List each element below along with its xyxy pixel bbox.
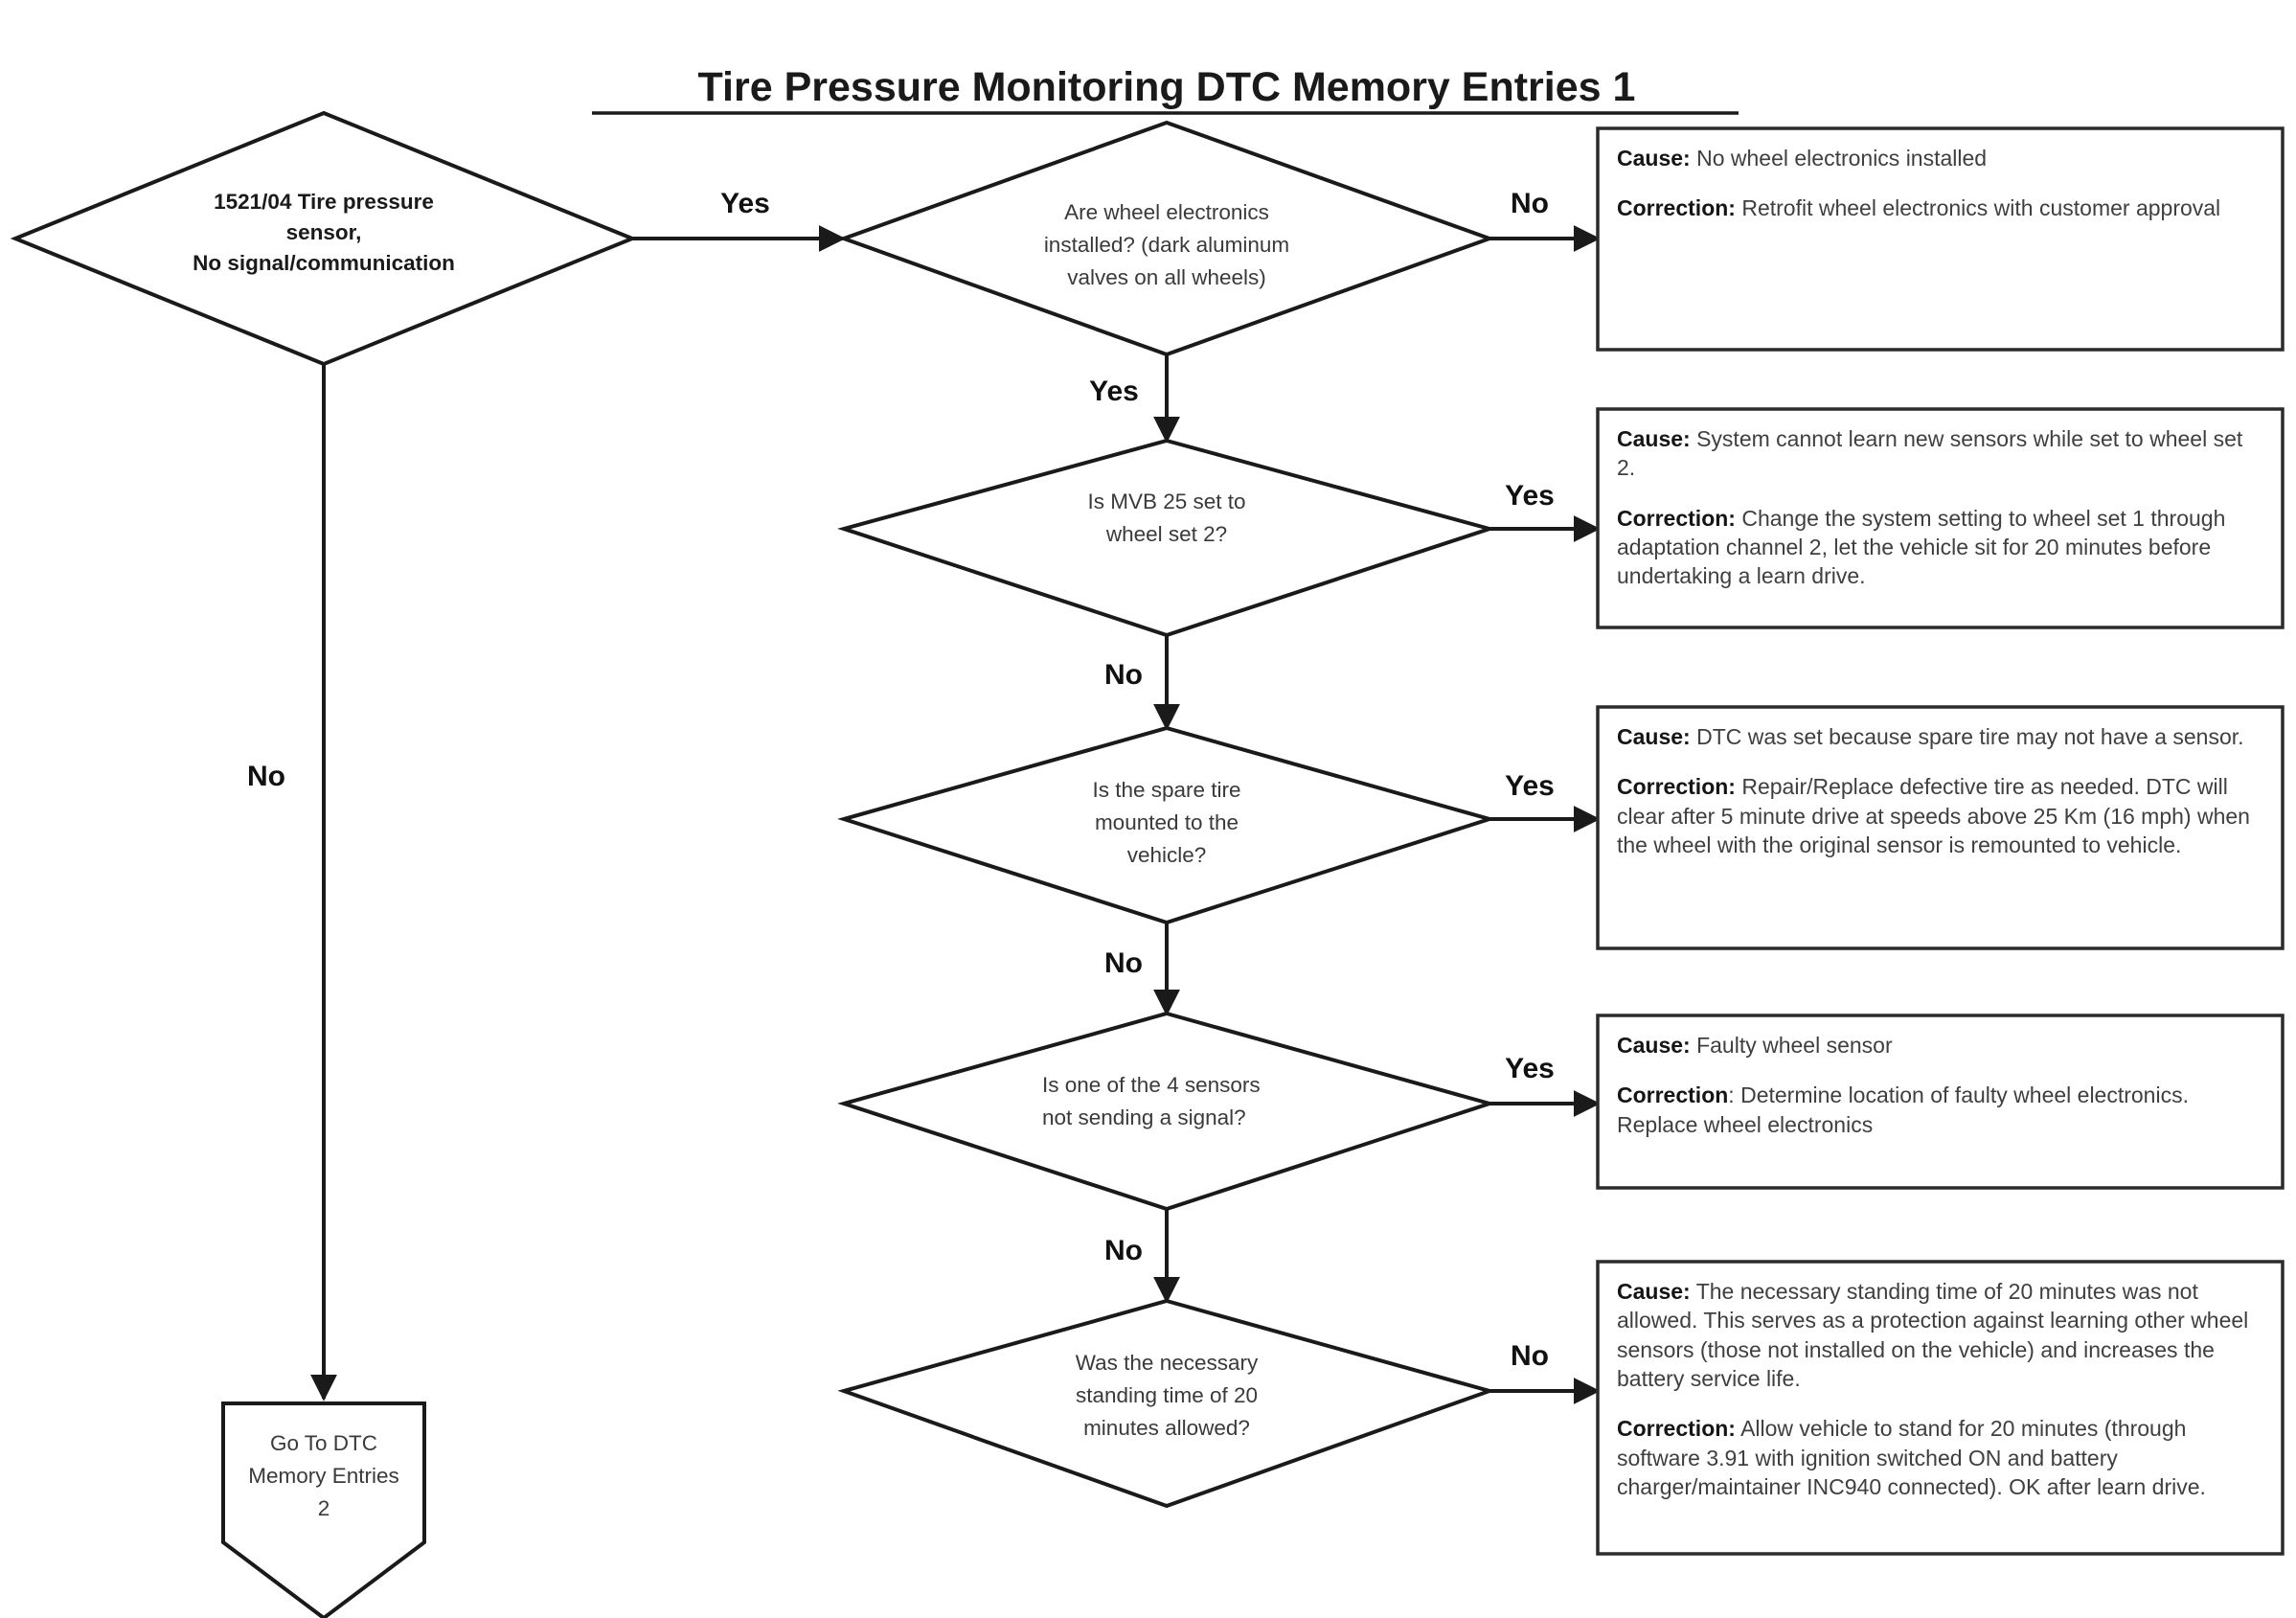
- start-node-line-3: No signal/communication: [193, 251, 455, 275]
- box5-cause: Cause: The necessary standing time of 20…: [1617, 1277, 2265, 1393]
- q5-line-3: minutes allowed?: [1083, 1416, 1250, 1440]
- correction-label: Correction:: [1617, 505, 1736, 531]
- box4-cause: Cause: Faulty wheel sensor: [1617, 1031, 2265, 1060]
- question-standing-time[interactable]: Was the necessary standing time of 20 mi…: [837, 1298, 1496, 1509]
- terminal-line-3: 2: [318, 1496, 330, 1520]
- correction-label: Correction:: [1617, 195, 1736, 221]
- cause-label: Cause:: [1617, 1279, 1691, 1304]
- question-wheel-electronics[interactable]: Are wheel electronics installed? (dark a…: [838, 120, 1495, 357]
- correction-label: Correction:: [1617, 774, 1736, 800]
- box3-cause-text: DTC was set because spare tire may not h…: [1696, 724, 2244, 749]
- q3-diamond-shape: [837, 725, 1496, 925]
- correction-label: Correction: [1617, 1082, 1729, 1108]
- q5-diamond-shape: [837, 1298, 1496, 1509]
- q3-line-2: mounted to the: [1095, 810, 1239, 834]
- box5-frame: [1596, 1260, 2285, 1556]
- box2-cause-text: System cannot learn new sensors while se…: [1617, 426, 2243, 481]
- box-wheel-set-2[interactable]: Cause: System cannot learn new sensors w…: [1596, 407, 2285, 629]
- edge-label-start-yes: Yes: [720, 188, 770, 219]
- box4-cause-text: Faulty wheel sensor: [1696, 1033, 1893, 1058]
- correction-label: Correction:: [1617, 1416, 1736, 1442]
- box3-correction: Correction: Repair/Replace defective tir…: [1617, 772, 2265, 859]
- start-node-line-2: sensor,: [286, 220, 362, 244]
- q1-diamond-shape: [838, 120, 1495, 357]
- box-no-wheel-electronics[interactable]: Cause: No wheel electronics installed Co…: [1596, 126, 2285, 352]
- box1-frame: [1596, 126, 2285, 352]
- box5-correction-text: Allow vehicle to stand for 20 minutes (t…: [1617, 1416, 2206, 1500]
- box3-cause: Cause: DTC was set because spare tire ma…: [1617, 722, 2265, 751]
- q1-line-3: valves on all wheels): [1067, 265, 1266, 289]
- edge-label-q1-yes: Yes: [1089, 376, 1139, 407]
- question-sensor-signal[interactable]: Is one of the 4 sensors not sending a si…: [837, 1011, 1496, 1212]
- q1-line-2: installed? (dark aluminum: [1044, 233, 1289, 257]
- q2-line-1: Is MVB 25 set to: [1087, 490, 1245, 513]
- box2-correction: Correction: Change the system setting to…: [1617, 504, 2265, 591]
- box3-frame: [1596, 705, 2285, 950]
- cause-label: Cause:: [1617, 724, 1691, 749]
- edge-label-q5-no: No: [1511, 1340, 1549, 1372]
- box5-correction: Correction: Allow vehicle to stand for 2…: [1617, 1414, 2265, 1501]
- edge-label-q3-yes: Yes: [1505, 770, 1555, 802]
- box-faulty-wheel-sensor[interactable]: Cause: Faulty wheel sensor Correction: D…: [1596, 1014, 2285, 1190]
- q2-diamond-shape: [837, 438, 1496, 638]
- question-spare-tire[interactable]: Is the spare tire mounted to the vehicle…: [837, 725, 1496, 925]
- question-mvb-25[interactable]: Is MVB 25 set to wheel set 2?: [837, 438, 1496, 638]
- box1-cause: Cause: No wheel electronics installed: [1617, 144, 2265, 172]
- terminal-pentagon-shape: [221, 1402, 426, 1618]
- start-diamond-shape: [10, 110, 638, 367]
- q4-line-1: Is one of the 4 sensors: [1042, 1073, 1261, 1097]
- box1-correction-text: Retrofit wheel electronics with customer…: [1741, 195, 2221, 221]
- cause-label: Cause:: [1617, 146, 1691, 171]
- start-node-line-1: 1521/04 Tire pressure: [214, 190, 434, 214]
- q4-line-2: not sending a signal?: [1042, 1105, 1246, 1129]
- box1-cause-text: No wheel electronics installed: [1696, 146, 1988, 171]
- dtc-start-node[interactable]: 1521/04 Tire pressure sensor, No signal/…: [10, 110, 638, 367]
- q3-line-1: Is the spare tire: [1092, 778, 1240, 802]
- box1-correction: Correction: Retrofit wheel electronics w…: [1617, 194, 2265, 222]
- box2-cause: Cause: System cannot learn new sensors w…: [1617, 424, 2265, 483]
- cause-label: Cause:: [1617, 426, 1691, 451]
- q4-diamond-shape: [837, 1011, 1496, 1212]
- box4-correction-text: Determine location of faulty wheel elect…: [1617, 1082, 2189, 1137]
- box3-correction-text: Repair/Replace defective tire as needed.…: [1617, 774, 2250, 858]
- page-title: Tire Pressure Monitoring DTC Memory Entr…: [698, 64, 1636, 110]
- terminal-line-2: Memory Entries: [248, 1464, 399, 1488]
- goto-dtc-memory-entries-2[interactable]: Go To DTC Memory Entries 2: [221, 1402, 426, 1618]
- q1-line-1: Are wheel electronics: [1064, 200, 1269, 224]
- box2-correction-text: Change the system setting to wheel set 1…: [1617, 505, 2226, 589]
- cause-label: Cause:: [1617, 1033, 1691, 1058]
- q5-line-1: Was the necessary: [1076, 1351, 1259, 1375]
- q2-line-2: wheel set 2?: [1105, 522, 1227, 546]
- q3-line-3: vehicle?: [1127, 843, 1207, 867]
- edge-label-q2-no: No: [1104, 659, 1143, 691]
- box-spare-tire[interactable]: Cause: DTC was set because spare tire ma…: [1596, 705, 2285, 950]
- edge-label-q4-no: No: [1104, 1235, 1143, 1266]
- box4-frame: [1596, 1014, 2285, 1190]
- edge-label-start-no: No: [247, 761, 285, 792]
- box-standing-time[interactable]: Cause: The necessary standing time of 20…: [1596, 1260, 2285, 1556]
- box4-correction: Correction: Determine location of faulty…: [1617, 1082, 2189, 1137]
- edge-label-q4-yes: Yes: [1505, 1053, 1555, 1084]
- edge-label-q1-no: No: [1511, 188, 1549, 219]
- edge-label-q2-yes: Yes: [1505, 480, 1555, 512]
- edge-label-q3-no: No: [1104, 947, 1143, 979]
- box2-frame: [1596, 407, 2285, 629]
- box5-cause-text: The necessary standing time of 20 minute…: [1617, 1279, 2249, 1392]
- terminal-line-1: Go To DTC: [270, 1431, 377, 1455]
- q5-line-2: standing time of 20: [1076, 1383, 1258, 1407]
